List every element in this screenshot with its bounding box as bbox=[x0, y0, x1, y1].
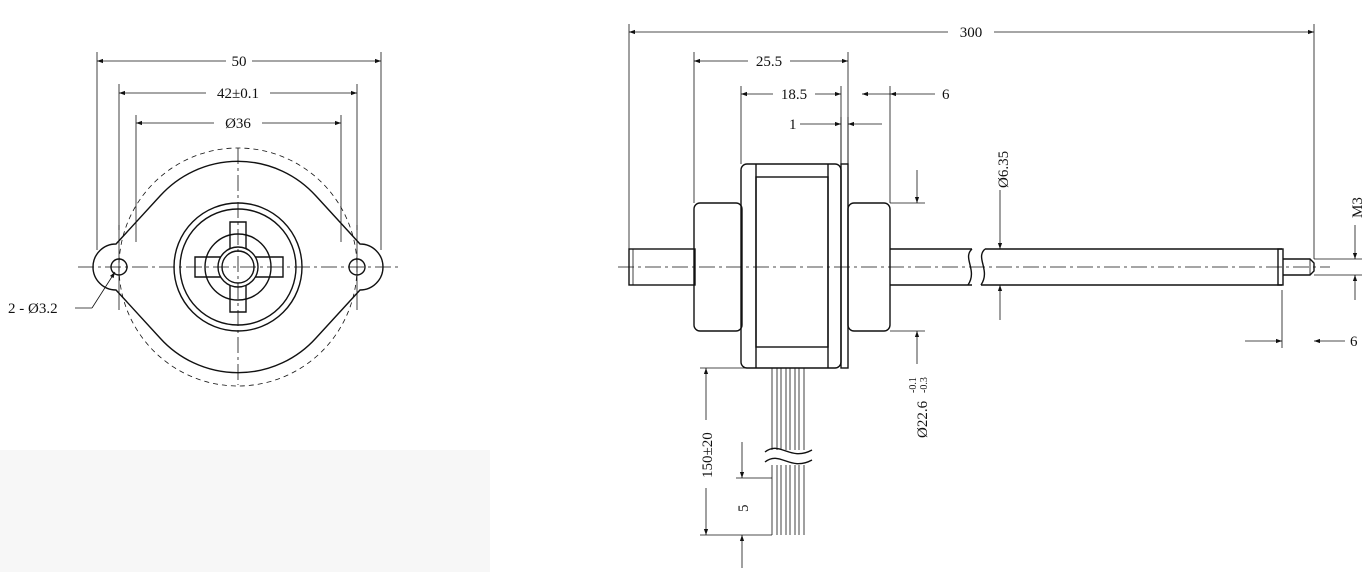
lead-wires bbox=[764, 368, 813, 535]
flange-outline bbox=[92, 160, 384, 374]
dim-lead-strip: 5 bbox=[736, 505, 752, 513]
dim-boss-diameter: Ø22.6 bbox=[915, 400, 931, 438]
dim-boss-tol-upper: -0.1 bbox=[908, 377, 919, 393]
dim-boss-length: 6 bbox=[942, 87, 950, 103]
background-patch bbox=[0, 450, 490, 572]
dim-flange-thickness: 1 bbox=[789, 117, 797, 133]
dim-housing-length: 18.5 bbox=[781, 87, 807, 103]
dim-mount-holes: 2 - Ø3.2 bbox=[8, 301, 58, 317]
dim-body-length: 25.5 bbox=[756, 54, 782, 70]
dim-thread-length: 6 bbox=[1350, 334, 1358, 350]
housing-window bbox=[755, 176, 829, 348]
front-view: 50 42±0.1 Ø36 2 - Ø3.2 bbox=[8, 52, 400, 387]
dim-lead-length: 150±20 bbox=[700, 432, 716, 478]
dim-pilot-diameter: Ø36 bbox=[225, 116, 251, 132]
side-view: 300 25.5 18.5 6 1 Ø6.35 Ø22.6 -0.1 -0.3 bbox=[618, 24, 1366, 568]
dim-total-length: 300 bbox=[960, 25, 983, 41]
flange-plate bbox=[840, 163, 849, 369]
dim-boss-tol-lower: -0.3 bbox=[919, 377, 930, 393]
dim-mount-spacing: 42±0.1 bbox=[217, 86, 259, 102]
dim-shaft-diameter: Ø6.35 bbox=[996, 151, 1012, 188]
dim-front-width: 50 bbox=[232, 54, 247, 70]
dim-thread: M3 bbox=[1350, 197, 1366, 218]
